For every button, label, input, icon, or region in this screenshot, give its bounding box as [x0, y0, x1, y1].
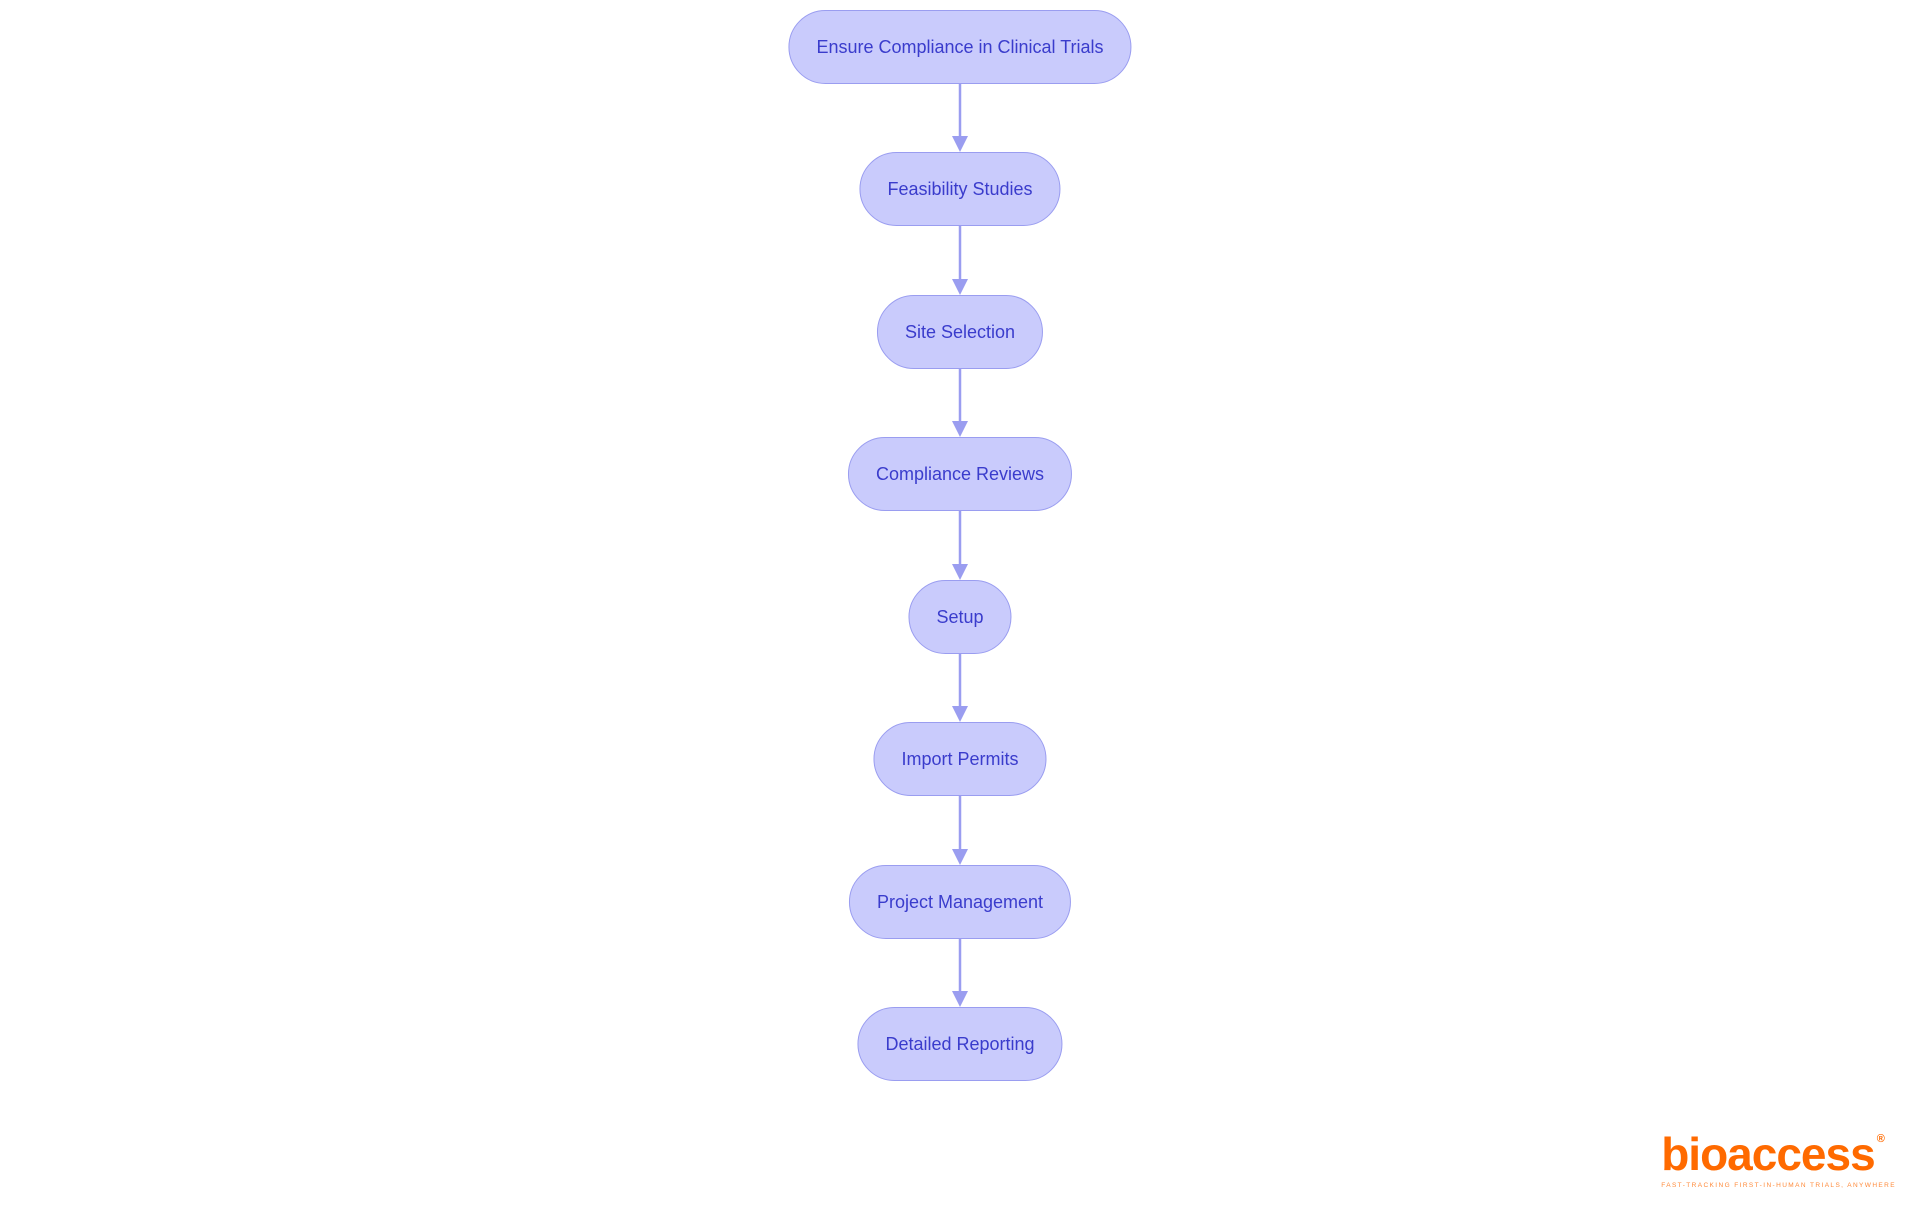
- arrowhead-icon: [952, 849, 968, 865]
- node-import-permits: Import Permits: [873, 722, 1047, 796]
- arrowhead-icon: [952, 564, 968, 580]
- node-feasibility-studies: Feasibility Studies: [859, 152, 1061, 226]
- logo-wordmark: bioaccess: [1661, 1128, 1875, 1180]
- edge-arrow: [952, 369, 968, 437]
- node-compliance-reviews: Compliance Reviews: [847, 437, 1073, 511]
- arrowhead-icon: [952, 279, 968, 295]
- edge-arrow: [952, 226, 968, 295]
- edge-arrow: [952, 796, 968, 865]
- node-detailed-reporting: Detailed Reporting: [857, 1007, 1063, 1081]
- arrowhead-icon: [952, 706, 968, 722]
- arrowhead-icon: [952, 421, 968, 437]
- node-setup: Setup: [908, 580, 1012, 654]
- logo-row: bioaccess ®: [1661, 1130, 1885, 1178]
- registered-mark: ®: [1876, 1133, 1885, 1145]
- node-project-management: Project Management: [848, 865, 1072, 939]
- arrowhead-icon: [952, 991, 968, 1007]
- node-site-selection: Site Selection: [876, 295, 1044, 369]
- edge-arrow: [952, 84, 968, 152]
- arrowhead-icon: [952, 136, 968, 152]
- edge-arrow: [952, 939, 968, 1007]
- edge-arrow: [952, 511, 968, 580]
- logo-tagline: FAST-TRACKING FIRST-IN-HUMAN TRIALS, ANY…: [1661, 1182, 1896, 1189]
- bioaccess-logo: bioaccess ® FAST-TRACKING FIRST-IN-HUMAN…: [1661, 1130, 1896, 1190]
- edge-arrow: [952, 654, 968, 722]
- node-ensure-compliance: Ensure Compliance in Clinical Trials: [788, 10, 1132, 84]
